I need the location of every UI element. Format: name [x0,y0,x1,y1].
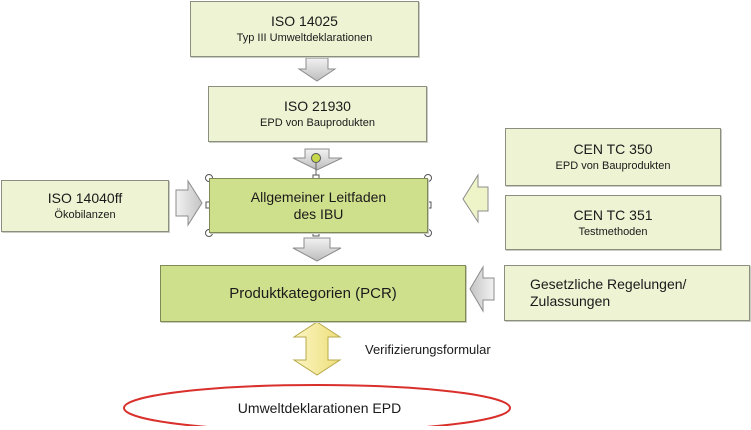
box-iso21930-subtitle: EPD von Bauprodukten [260,117,375,129]
arrow-down-1 [297,57,337,82]
verification-label: Verifizierungsformular [365,342,491,357]
box-leitfaden-title: Allgemeiner Leitfaden [250,188,387,205]
box-cen350-title: CEN TC 350 [573,141,653,157]
box-cen351-title: CEN TC 351 [573,206,653,223]
box-iso14025: ISO 14025 Typ III Umweltdeklarationen [190,1,419,57]
box-iso21930: ISO 21930 EPD von Bauprodukten [208,86,427,142]
box-iso14040: ISO 14040ff Ökobilanzen [1,180,169,232]
box-iso14025-subtitle: Typ III Umweltdeklarationen [236,32,373,44]
arrow-right-iso14040 [175,179,203,227]
arrow-left-cen [462,173,489,224]
double-arrow-verification [292,321,342,376]
box-iso14040-title: ISO 14040ff [47,190,123,206]
result-label: Umweltdeklarationen EPD [237,400,402,416]
rotation-handle[interactable] [311,153,321,163]
box-cen350-subtitle: EPD von Bauprodukten [555,160,671,172]
box-cen351: CEN TC 351 Testmethoden [505,195,721,250]
box-pcr-title: Produktkategorien (PCR) [229,285,397,302]
box-gesetz: Gesetzliche Regelungen/ Zulassungen [504,265,750,321]
box-iso14025-title: ISO 14025 [271,13,338,29]
box-cen350: CEN TC 350 EPD von Bauprodukten [505,128,721,186]
box-pcr: Produktkategorien (PCR) [160,265,466,322]
box-iso14040-subtitle: Ökobilanzen [54,209,116,221]
box-leitfaden[interactable]: Allgemeiner Leitfaden des IBU [209,178,428,233]
box-gesetz-subtitle: Zulassungen [530,293,611,309]
box-iso21930-title: ISO 21930 [284,98,351,114]
box-cen351-subtitle: Testmethoden [578,225,648,238]
arrow-down-3 [292,237,342,262]
box-leitfaden-subtitle: des IBU [293,205,344,222]
box-gesetz-title: Gesetzliche Regelungen/ [530,276,687,292]
result-ellipse [123,384,511,426]
arrow-left-gesetz [469,265,495,313]
